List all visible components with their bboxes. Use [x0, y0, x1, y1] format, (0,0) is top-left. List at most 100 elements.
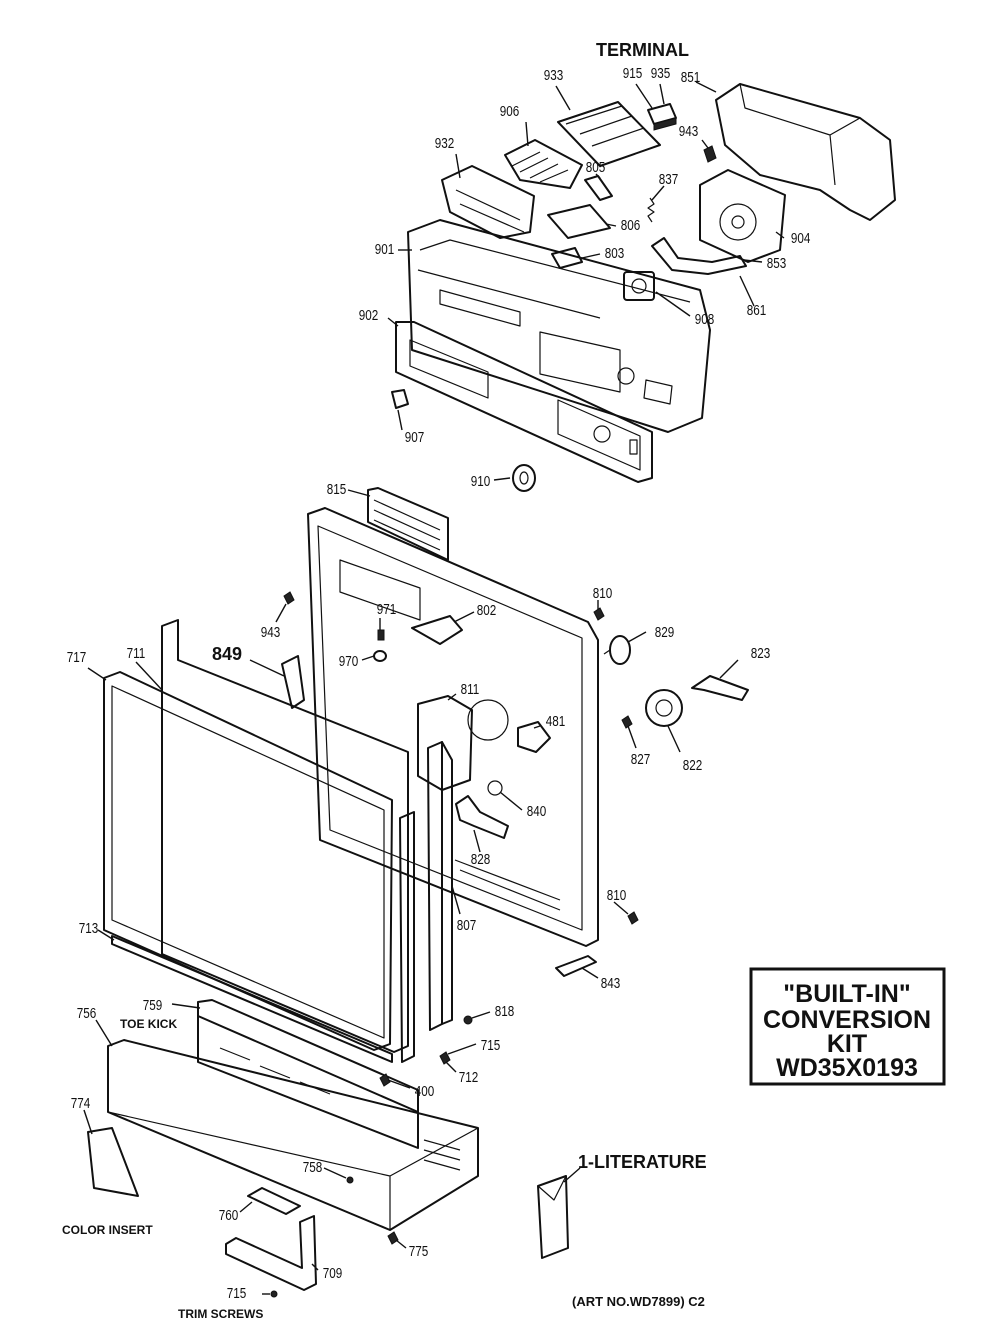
part-711-inner-panel	[161, 619, 409, 1053]
leader-lines	[83, 81, 785, 1295]
part-971-970-magnets	[373, 629, 387, 662]
label-713: 713	[79, 920, 99, 937]
label-908: 908	[695, 311, 715, 328]
part-806-insulator	[547, 204, 611, 239]
label-810-top: 810	[593, 585, 613, 602]
inner-door-liner	[307, 507, 599, 947]
part-829-hinge-cup	[603, 635, 631, 665]
part-851-cover	[715, 83, 896, 221]
toe-kick-label: TOE KICK	[120, 1017, 177, 1031]
label-933: 933	[544, 67, 564, 84]
part-717-door-panel	[103, 671, 393, 1051]
label-774: 774	[71, 1095, 91, 1112]
part-815-vent	[367, 487, 449, 561]
part-843-bracket	[555, 955, 597, 977]
label-815: 815	[327, 481, 347, 498]
label-943-top: 943	[679, 123, 699, 140]
label-849: 849	[212, 644, 242, 664]
label-853: 853	[767, 255, 787, 272]
label-717: 717	[67, 649, 87, 666]
label-904: 904	[791, 230, 811, 247]
label-481: 481	[546, 713, 566, 730]
part-number-labels: TERMINAL 933 915 935 851 906 932 943 805…	[62, 40, 811, 1321]
part-713-trim-strip	[111, 935, 393, 1063]
color-insert-label: COLOR INSERT	[62, 1223, 153, 1237]
label-758: 758	[303, 1159, 323, 1176]
literature-label: 1-LITERATURE	[578, 1152, 707, 1172]
door-side-channels	[399, 741, 453, 1063]
label-837: 837	[659, 171, 679, 188]
label-712: 712	[459, 1069, 479, 1086]
part-932-bracket	[441, 165, 535, 239]
label-807: 807	[457, 917, 477, 934]
label-811: 811	[461, 681, 480, 698]
part-908-switch	[623, 271, 655, 301]
label-906: 906	[500, 103, 520, 120]
part-943-screw-mid	[283, 591, 295, 605]
label-711: 711	[127, 645, 146, 662]
part-907-button	[391, 389, 409, 409]
label-970: 970	[339, 653, 359, 670]
label-715-upper: 715	[481, 1037, 501, 1054]
label-759: 759	[143, 997, 163, 1014]
terminal-label: TERMINAL	[596, 40, 689, 60]
part-840-spring	[487, 780, 503, 796]
kit-box-line1: "BUILT-IN"	[783, 980, 910, 1008]
kit-box-line2: CONVERSION	[763, 1006, 931, 1034]
label-806: 806	[621, 217, 641, 234]
trim-screws-label: TRIM SCREWS	[178, 1307, 263, 1321]
label-829: 829	[655, 624, 675, 641]
label-910: 910	[471, 473, 491, 490]
part-810-screws	[593, 607, 639, 925]
label-861: 861	[747, 302, 767, 319]
part-774-color-insert	[87, 1127, 139, 1197]
part-811-dispenser	[417, 695, 473, 791]
label-840: 840	[527, 803, 547, 820]
part-481-detergent-cup	[517, 721, 551, 753]
label-901: 901	[375, 241, 395, 258]
art-number-label: (ART NO.WD7899) C2	[572, 1294, 705, 1309]
label-823: 823	[751, 645, 771, 662]
label-943-mid: 943	[261, 624, 281, 641]
part-904-timer	[699, 169, 786, 263]
kit-box-line3: KIT	[827, 1030, 867, 1058]
part-802-latch	[411, 615, 463, 645]
part-822-knob-plate	[645, 689, 683, 727]
label-803: 803	[605, 245, 625, 262]
label-971: 971	[377, 601, 397, 618]
label-715-lower: 715	[227, 1285, 247, 1302]
label-400: 400	[415, 1083, 435, 1100]
part-400-screw	[379, 1073, 391, 1087]
label-915: 915	[623, 65, 643, 82]
part-853-knob-shaft	[651, 237, 747, 275]
label-827: 827	[631, 751, 651, 768]
part-827-screw	[621, 715, 633, 729]
part-805-clip	[584, 175, 613, 201]
part-901-console	[407, 219, 711, 433]
part-818-screw	[463, 1015, 473, 1025]
label-760: 760	[219, 1207, 239, 1224]
label-818: 818	[495, 1003, 515, 1020]
label-907: 907	[405, 429, 425, 446]
conversion-kit-box: "BUILT-IN" CONVERSION KIT WD35X0193	[749, 967, 946, 1086]
part-915-935-terminal-block	[647, 103, 677, 131]
part-849-bracket	[281, 655, 305, 709]
label-851: 851	[681, 69, 701, 86]
part-910-knob	[512, 464, 536, 492]
label-756: 756	[77, 1005, 97, 1022]
label-902: 902	[359, 307, 379, 324]
part-775-screw	[387, 1231, 399, 1245]
part-759-toe-kick	[197, 999, 419, 1149]
part-758-screw	[346, 1176, 354, 1184]
label-802: 802	[477, 602, 497, 619]
part-943-screw-top	[703, 145, 717, 163]
part-756-kick-plate	[107, 1039, 479, 1231]
label-775: 775	[409, 1243, 429, 1260]
literature-envelope	[537, 1175, 569, 1259]
kit-box-border	[749, 967, 946, 1086]
label-810-bottom: 810	[607, 887, 627, 904]
label-828: 828	[471, 851, 491, 868]
part-828-lever	[455, 795, 509, 839]
label-709: 709	[323, 1265, 343, 1282]
